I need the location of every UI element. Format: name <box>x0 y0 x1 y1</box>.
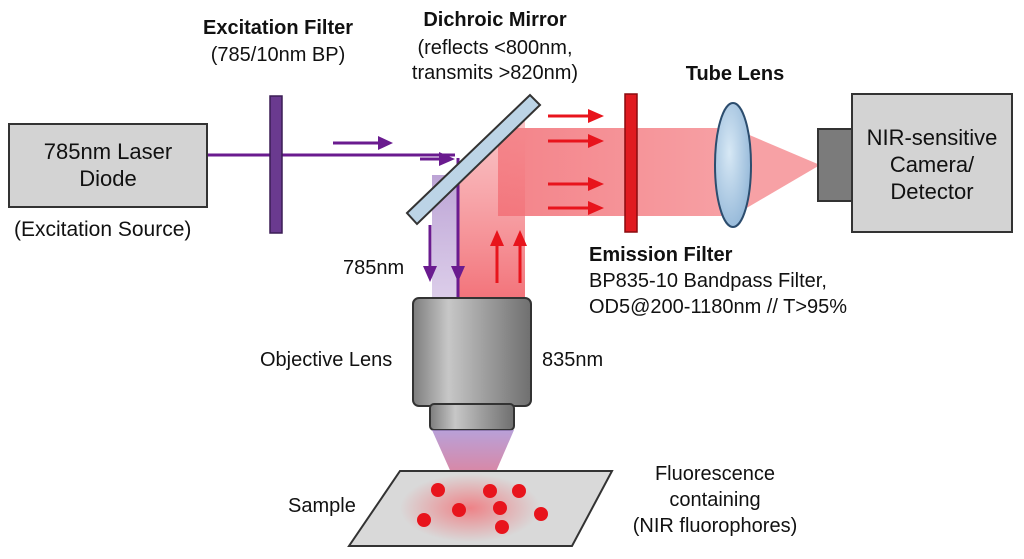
objective-lens-upper <box>412 297 532 407</box>
excitation-arrows <box>333 136 465 282</box>
laser-line-2: Diode <box>79 166 137 191</box>
emission-beam <box>498 128 735 216</box>
fluorophore-dot <box>534 507 548 521</box>
laser-line-1: 785nm Laser <box>43 139 173 164</box>
emission-wavelength-label: 835nm <box>542 349 604 371</box>
excitation-source-label: (Excitation Source) <box>14 218 192 241</box>
fluorophore-dot <box>417 513 431 527</box>
sample-label: Sample <box>288 495 356 517</box>
excitation-filter-spec: (785/10nm BP) <box>210 44 346 66</box>
objective-lens-label: Objective Lens <box>260 349 393 371</box>
emission-filter <box>624 93 638 233</box>
dichroic-mirror-line-1: (reflects <800nm, <box>417 37 573 59</box>
objective-lens-lower <box>429 403 515 431</box>
fluorophore-dot <box>493 501 507 515</box>
fluorophore-dot <box>431 483 445 497</box>
emission-filter-line-2: OD5@200-1180nm // T>95% <box>589 296 848 318</box>
camera-line-1: NIR-sensitive <box>866 125 998 150</box>
camera-line-3: Detector <box>890 179 974 204</box>
dichroic-mirror-title: Dichroic Mirror <box>423 9 567 31</box>
laser-diode-box <box>8 123 208 208</box>
fluorescence-label-2: containing <box>669 489 761 511</box>
fluorescence-label-3: (NIR fluorophores) <box>632 515 798 537</box>
camera-box <box>851 93 1013 233</box>
fluorophore-dot <box>452 503 466 517</box>
fluorophore-dot <box>512 484 526 498</box>
camera-line-2: Camera/ <box>889 152 975 177</box>
fluorophore-dot <box>483 484 497 498</box>
camera-label: NIR-sensitive Camera/ Detector <box>852 124 1012 205</box>
dichroic-mirror-line-2: transmits >820nm) <box>411 62 579 84</box>
fluorophores <box>417 483 548 534</box>
emission-arrows <box>490 109 604 283</box>
excitation-wavelength-label: 785nm <box>343 257 405 279</box>
emission-filter-title: Emission Filter <box>589 244 733 266</box>
objective-cone <box>432 430 514 506</box>
camera-sensor-block <box>817 128 853 202</box>
excitation-filter-title: Excitation Filter <box>202 17 354 39</box>
emission-filter-line-1: BP835-10 Bandpass Filter, <box>589 270 827 292</box>
fluorescence-label-1: Fluorescence <box>654 463 776 485</box>
dichroic-mirror <box>405 93 542 226</box>
focused-beam <box>733 128 820 216</box>
tube-lens <box>714 102 752 228</box>
tube-lens-title: Tube Lens <box>685 63 785 85</box>
fluorophore-dot <box>495 520 509 534</box>
excitation-filter <box>269 95 283 234</box>
laser-diode-label: 785nm Laser Diode <box>9 138 207 192</box>
